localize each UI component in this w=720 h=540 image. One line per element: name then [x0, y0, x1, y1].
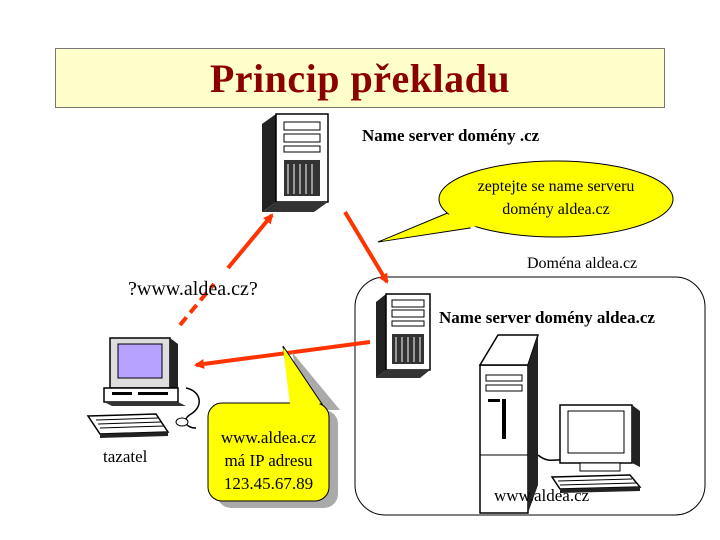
cz-server-label: Name server domény .cz	[362, 126, 540, 145]
domain-name-label: Doména aldea.cz	[527, 255, 638, 272]
answer-arrow-to-client	[194, 340, 371, 369]
server-tower-icon	[262, 113, 329, 212]
server-tower-icon	[376, 293, 431, 378]
query-arrow-to-cz	[178, 213, 274, 327]
desktop-computer-icon	[86, 337, 200, 438]
title-box: Princip překladu	[55, 48, 665, 108]
answer-callout	[207, 345, 330, 502]
page-title: Princip překladu	[209, 55, 511, 101]
referral-arrow-to-aldea	[343, 210, 389, 284]
answer-line-2: má IP adresu	[224, 451, 313, 470]
aldea-server-label: Name server domény aldea.cz	[439, 308, 655, 327]
server-computer-icon	[478, 334, 642, 514]
client-label: tazatel	[103, 447, 148, 466]
referral-line-1: zeptejte se name serveru	[477, 178, 635, 195]
answer-line-1: www.aldea.cz	[220, 428, 317, 447]
answer-line-3: 123.45.67.89	[223, 474, 314, 493]
answer-callout-text: www.aldea.cz má IP adresu 123.45.67.89	[208, 426, 329, 495]
query-label: ?www.aldea.cz?	[128, 278, 258, 300]
referral-line-2: domény aldea.cz	[502, 201, 610, 218]
web-host-label: www.aldea.cz	[494, 486, 590, 505]
referral-callout-text: zeptejte se name serveru domény aldea.cz	[443, 175, 669, 221]
referral-callout	[377, 160, 674, 243]
